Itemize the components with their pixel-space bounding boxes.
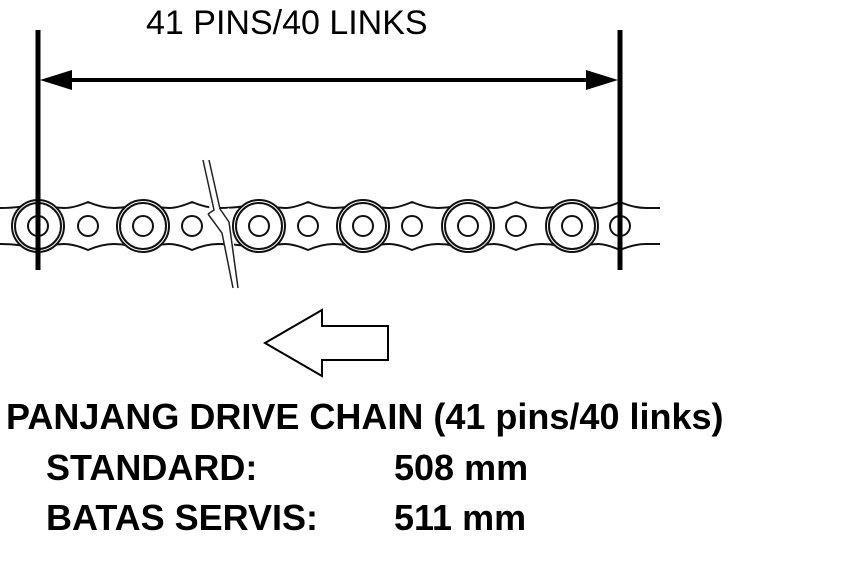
chain-roller-outer-inner (119, 202, 167, 250)
chain-pin (248, 215, 270, 237)
chain-pin (132, 215, 154, 237)
chain-pin (297, 215, 319, 237)
chain-roller-outer-inner (444, 202, 492, 250)
chain-pin (401, 215, 423, 237)
spec-value-standard: 508 mm (394, 447, 529, 488)
dimension-label: 41 PINS/40 LINKS (146, 4, 428, 42)
arrowhead-right-icon (586, 70, 618, 90)
chain-pin (457, 215, 479, 237)
chain-break-symbol (202, 159, 240, 289)
chain-plate-edge-top (0, 200, 660, 210)
chain-roller-outer-inner (235, 202, 283, 250)
arrowhead-left-icon (40, 70, 72, 90)
chain-roller-outer-inner (339, 202, 387, 250)
chain-pin (181, 215, 203, 237)
chain-pin (77, 215, 99, 237)
chain-pin (505, 215, 527, 237)
heading: PANJANG DRIVE CHAIN (41 pins/40 links) (6, 396, 724, 437)
chain-pin (352, 215, 374, 237)
arrow-left-outline-icon (263, 308, 389, 378)
chain-pin (561, 215, 583, 237)
chain-roller-outer-inner (548, 202, 596, 250)
spec-label-standard: STANDARD: (46, 447, 258, 488)
spec-value-service-limit: 511 mm (394, 497, 527, 538)
spec-label-service-limit: BATAS SERVIS: (46, 497, 319, 538)
drive-chain (0, 199, 660, 253)
chain-plate-edge-bottom (0, 242, 660, 252)
